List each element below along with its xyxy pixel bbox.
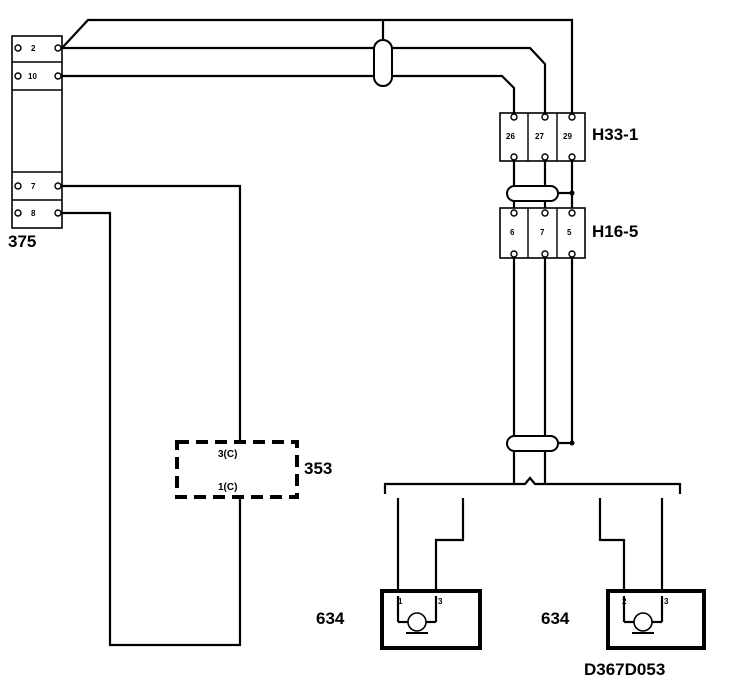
wire-375-2-to-h33-27 bbox=[62, 46, 547, 113]
connector-h16-pin-7: 7 bbox=[540, 228, 545, 237]
twisted-pair-shield-top bbox=[373, 39, 393, 87]
connector-h16-5: 6 7 5 H16-5 bbox=[499, 207, 638, 259]
wire-left-sensor-3 bbox=[434, 498, 465, 596]
connector-375-body bbox=[11, 35, 63, 229]
connector-h33-1-label: H33-1 bbox=[592, 125, 638, 144]
wire-right-sensor-2 bbox=[598, 498, 626, 596]
wires bbox=[61, 18, 574, 647]
sensor-right-634: 2 3 634 bbox=[541, 589, 706, 650]
connector-375-pin-7: 7 bbox=[31, 182, 36, 191]
connector-375-pin-8: 8 bbox=[31, 209, 36, 218]
sensor-left-pin-a: 1 bbox=[398, 597, 403, 606]
microphone-icon bbox=[633, 612, 653, 632]
connector-h33-1-body bbox=[499, 112, 586, 162]
connector-375-label: 375 bbox=[8, 232, 36, 251]
twisted-pair-shield-middle bbox=[506, 185, 559, 202]
connector-h33-pin-26: 26 bbox=[506, 132, 515, 141]
twisted-pair-shield-bottom bbox=[506, 435, 559, 452]
microphone-icon bbox=[407, 612, 427, 632]
component-353: 3(C) 1(C) 353 bbox=[175, 440, 332, 499]
bracket bbox=[383, 476, 682, 494]
component-353-body bbox=[175, 440, 299, 499]
sensor-left-body bbox=[380, 589, 482, 650]
connector-h33-pin-27: 27 bbox=[535, 132, 544, 141]
connector-h16-pin-5: 5 bbox=[567, 228, 572, 237]
sensor-left-634: 1 3 634 bbox=[316, 589, 482, 650]
sensor-right-pin-b: 3 bbox=[664, 597, 669, 606]
sensor-left-label: 634 bbox=[316, 609, 345, 628]
wire-375-10-to-h33-26 bbox=[62, 74, 516, 113]
sensor-left-pin-b: 3 bbox=[438, 597, 443, 606]
connector-h33-pin-29: 29 bbox=[563, 132, 572, 141]
connector-h33-1: 26 27 29 H33-1 bbox=[499, 112, 638, 162]
connector-375-pin-2: 2 bbox=[31, 44, 36, 53]
component-353-pin-bottom: 1(C) bbox=[218, 482, 237, 493]
wire-375-2-to-h33-29 bbox=[61, 18, 574, 113]
connector-h16-5-label: H16-5 bbox=[592, 222, 638, 241]
sensor-right-label: 634 bbox=[541, 609, 570, 628]
connector-375: 2 10 7 8 375 bbox=[8, 35, 63, 251]
figure-id: D367D053 bbox=[584, 660, 665, 679]
wire-375-8-to-353 bbox=[62, 211, 242, 647]
component-353-pin-top: 3(C) bbox=[218, 449, 237, 460]
connector-375-pin-10: 10 bbox=[28, 72, 37, 81]
component-353-label: 353 bbox=[304, 459, 332, 478]
wire-375-7-to-353 bbox=[62, 184, 242, 442]
connector-h16-pin-6: 6 bbox=[510, 228, 515, 237]
